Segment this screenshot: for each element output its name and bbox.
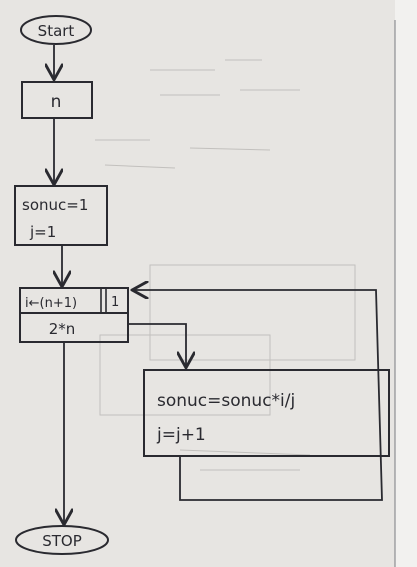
start-label: Start: [38, 22, 75, 40]
init-line-1: sonuc=1: [22, 196, 88, 214]
body-line-2: j=j+1: [156, 425, 206, 445]
start-terminal: [20, 15, 92, 45]
erased-pencil-marks: [95, 59, 356, 471]
init-process-box: [14, 185, 108, 246]
input-shape: [21, 81, 93, 119]
paper-right-edge: [395, 0, 417, 567]
arrow-loop-to-body: [128, 323, 186, 366]
loop-back-path: [134, 290, 383, 501]
body-line-1: sonuc=sonuc*i/j: [157, 391, 295, 411]
loop-step-label: 2*n: [49, 320, 76, 338]
loop-start-label: 1: [111, 295, 119, 310]
init-line-2: j=1: [29, 223, 56, 241]
loop-box: [19, 287, 129, 343]
loop-range-label: i←(n+1): [25, 296, 77, 311]
body-process-box: [143, 369, 390, 457]
stop-terminal: [15, 525, 109, 555]
input-label: n: [51, 92, 62, 112]
stop-label: STOP: [42, 532, 82, 550]
